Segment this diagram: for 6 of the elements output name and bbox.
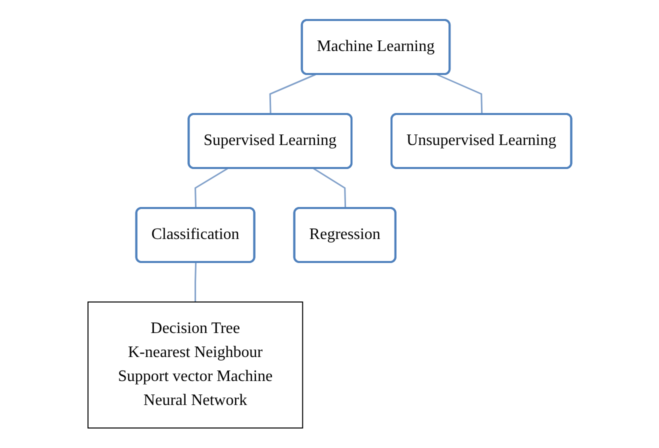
- connector: [436, 74, 482, 115]
- connector: [194, 262, 196, 302]
- connector: [269, 74, 316, 115]
- connector: [194, 168, 228, 209]
- node-box: Decision Tree K-nearest Neighbour Support vector Machine Neural Network: [87, 302, 303, 428]
- connector: [313, 168, 346, 209]
